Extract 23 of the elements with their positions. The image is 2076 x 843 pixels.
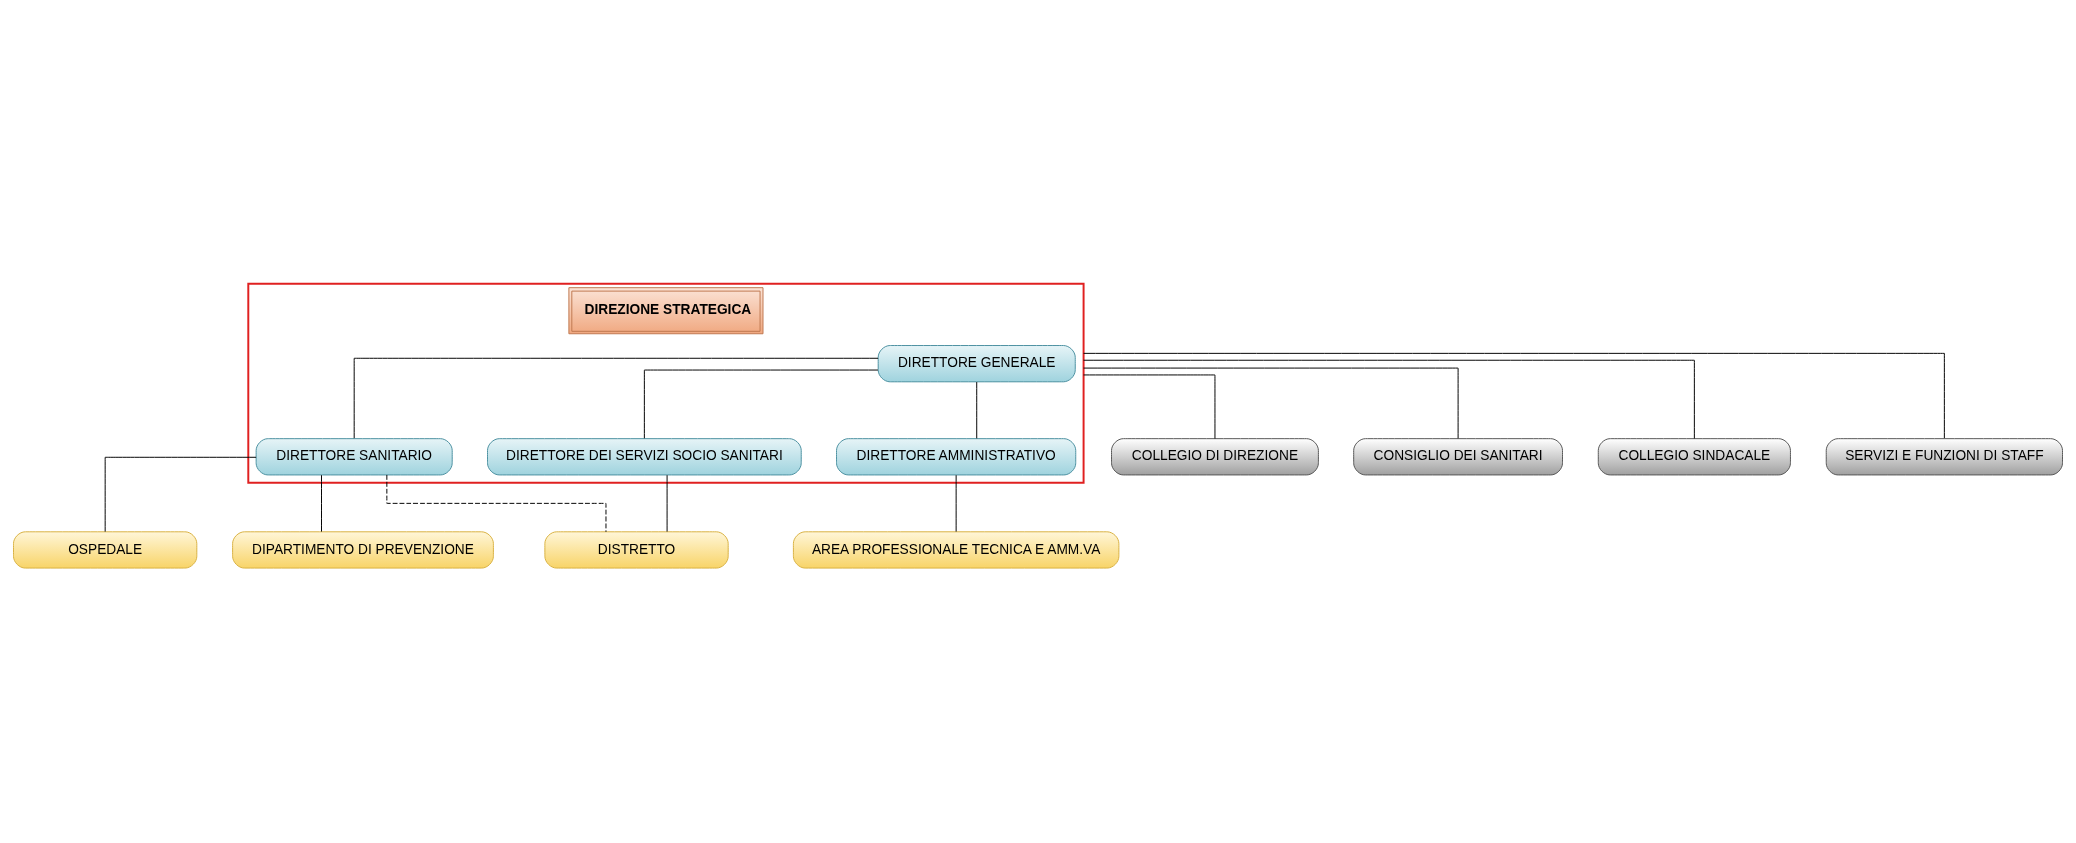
node-box: CONSIGLIO DEI SANITARI <box>1353 437 1563 475</box>
connector <box>321 474 322 532</box>
node-box: COLLEGIO SINDACALE <box>1597 437 1791 475</box>
connector <box>1083 367 1459 439</box>
connector <box>104 456 257 532</box>
node-box: DISTRETTO <box>544 530 729 569</box>
connector <box>976 381 978 439</box>
node-box: DIRETTORE DEI SERVIZI SOCIO SANITARI <box>487 437 802 475</box>
connector <box>1083 359 1695 439</box>
node-box: SERVIZI E FUNZIONI DI STAFF <box>1825 437 2063 475</box>
node-box: COLLEGIO DI DIREZIONE <box>1111 437 1319 475</box>
node-box: AREA PROFESSIONALE TECNICA E AMM.VA <box>792 530 1120 569</box>
connector <box>1083 352 1945 439</box>
node-box: DIRETTORE SANITARIO <box>255 437 453 475</box>
connector <box>643 369 879 439</box>
node-box: DIRETTORE GENERALE <box>877 344 1076 382</box>
connector <box>955 474 957 532</box>
connector <box>353 357 879 439</box>
node-box: OSPEDALE <box>13 530 198 569</box>
connector <box>1083 373 1216 439</box>
connector <box>386 473 607 532</box>
node-box: DIRETTORE AMMINISTRATIVO <box>836 437 1077 475</box>
node-box: DIPARTIMENTO DI PREVENZIONE <box>232 530 494 569</box>
